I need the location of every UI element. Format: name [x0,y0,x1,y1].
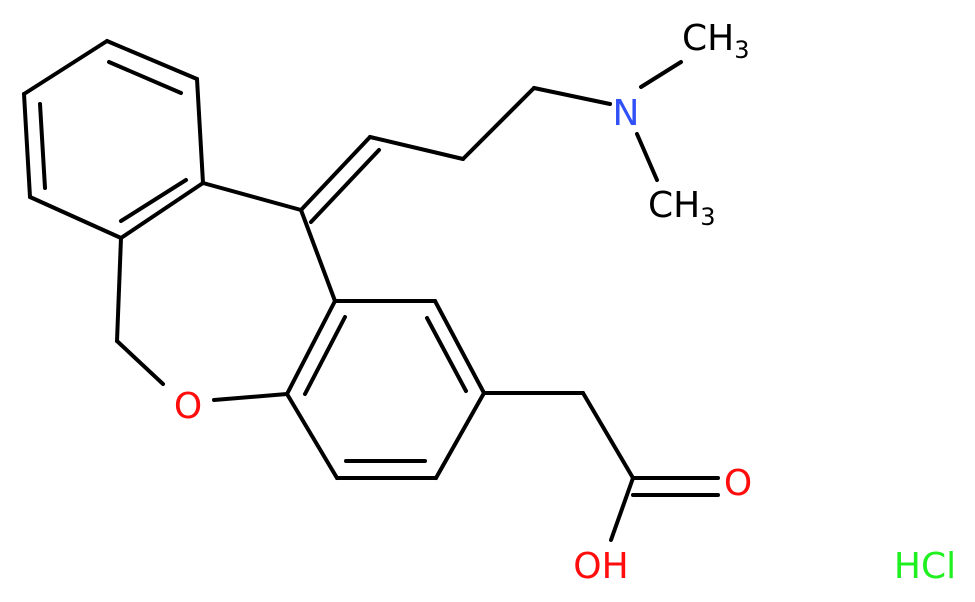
bond [22,92,32,199]
bond [609,476,635,542]
hcl-salt-label: HCl [894,546,956,587]
bond [434,391,486,480]
bond-group [22,39,720,542]
bond [38,102,47,190]
carbonyl-oxygen-atom-label: O [724,463,752,504]
bond [115,339,165,386]
bond [115,236,123,343]
bond [303,315,347,396]
bond [195,77,205,185]
bond [309,148,381,224]
methyl-top-main: CH [682,18,734,59]
bond [119,178,188,223]
bond [105,39,199,81]
methyl-bottom-main: CH [648,185,700,226]
ring-oxygen-atom-label: O [174,386,202,427]
bond [299,208,337,303]
bond [28,195,123,240]
bond [119,181,205,240]
methyl-top-label: CH3 [682,18,750,64]
bond [368,135,465,161]
bond [532,86,612,106]
bond [581,391,635,480]
atom-labels: N O O OH CH3 CH3 [174,18,752,587]
methyl-top-sub: 3 [734,36,749,64]
nitrogen-atom-label: N [613,93,640,134]
bond [201,181,303,212]
bond [22,39,109,96]
methyl-bottom-sub: 3 [700,203,715,231]
bond [635,132,659,182]
bond [285,299,337,396]
bond [433,299,486,395]
methyl-bottom-label: CH3 [648,185,716,231]
bond [107,60,183,95]
bond [285,392,339,480]
bond [425,316,468,393]
bond [461,86,536,161]
bond [299,135,372,212]
bond [639,60,683,89]
hydroxyl-atom-label: OH [573,546,628,587]
bond [212,392,289,402]
